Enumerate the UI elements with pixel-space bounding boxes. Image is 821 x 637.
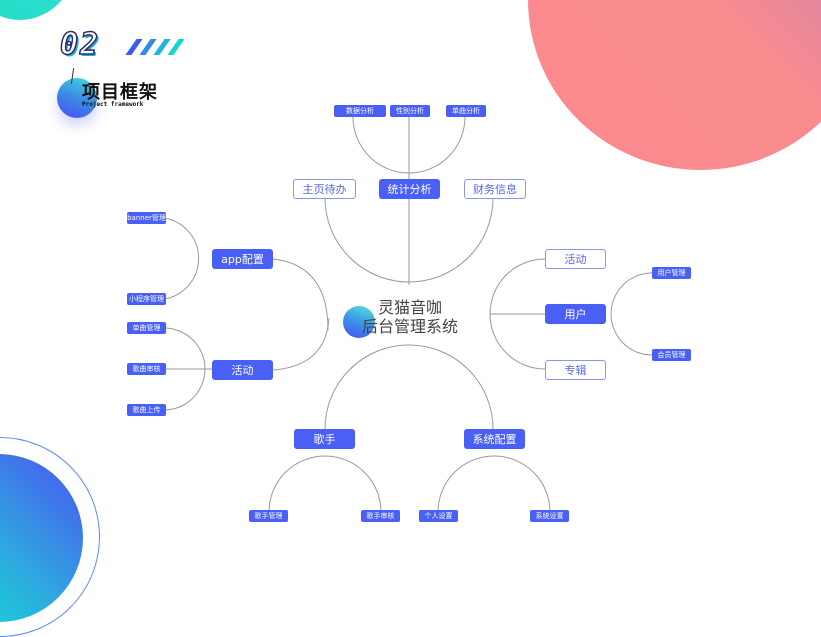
node-single-analysis[interactable]: 单曲分析 [446, 105, 486, 117]
connector [272, 258, 329, 331]
node-singer[interactable]: 歌手 [294, 429, 355, 449]
connector [437, 455, 551, 513]
node-single-manage[interactable]: 单曲管理 [127, 322, 166, 334]
node-home-todo[interactable]: 主页待办 [293, 179, 356, 199]
center-title: 灵猫音咖 后台管理系统 [355, 298, 465, 336]
connector [163, 217, 200, 300]
connector [610, 272, 653, 356]
node-statistics[interactable]: 统计分析 [379, 179, 440, 199]
connector [324, 344, 494, 430]
section-number: 02 [59, 27, 101, 63]
node-singer-manage[interactable]: 歌手管理 [249, 510, 288, 522]
node-finance-info[interactable]: 财务信息 [464, 179, 526, 199]
node-gender-analysis[interactable]: 性别分析 [390, 105, 430, 117]
node-activity-right[interactable]: 活动 [545, 249, 606, 269]
heading-dot [57, 78, 97, 118]
node-system-config[interactable]: 系统配置 [464, 429, 525, 449]
center-title-line1: 灵猫音咖 [377, 298, 442, 317]
node-user[interactable]: 用户 [545, 304, 606, 324]
node-user-manage[interactable]: 用户管理 [652, 267, 691, 279]
node-data-analysis[interactable]: 数据分析 [334, 105, 386, 117]
node-app-config[interactable]: app配置 [212, 249, 273, 269]
node-album[interactable]: 专辑 [545, 360, 606, 380]
node-song-upload[interactable]: 歌曲上传 [127, 404, 166, 416]
node-personal-settings[interactable]: 个人设置 [419, 510, 458, 522]
connector [268, 455, 382, 513]
connector [272, 317, 330, 371]
node-system-settings[interactable]: 系统设置 [530, 510, 569, 522]
node-banner-manage[interactable]: banner管理 [127, 212, 166, 224]
connector-lines [163, 116, 653, 513]
node-activity[interactable]: 活动 [212, 360, 273, 380]
section-title: 项目框架 [82, 82, 158, 103]
center-dot [343, 306, 375, 338]
node-miniapp-manage[interactable]: 小程序管理 [127, 293, 166, 305]
node-member-manage[interactable]: 会员管理 [652, 349, 691, 361]
node-singer-review[interactable]: 歌手审核 [361, 510, 400, 522]
center-title-line2: 后台管理系统 [361, 317, 458, 336]
section-subtitle: Project framework [82, 101, 144, 108]
node-song-review[interactable]: 歌曲审核 [127, 363, 166, 375]
